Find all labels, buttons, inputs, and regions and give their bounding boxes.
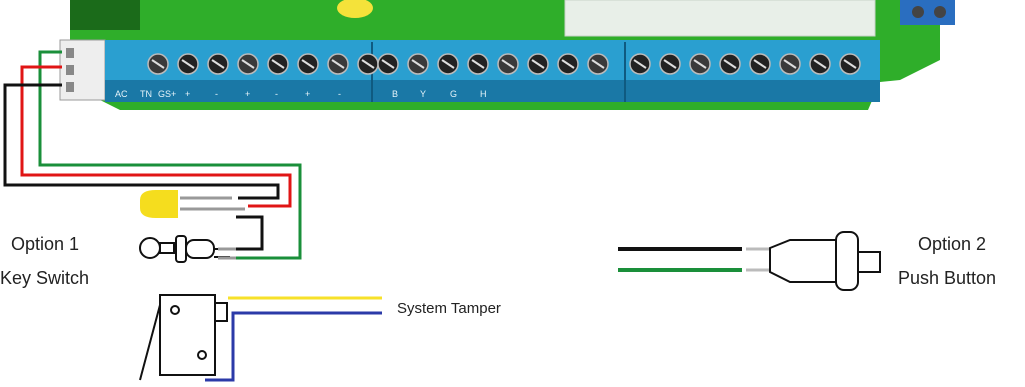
option2-title: Option 2 xyxy=(918,234,987,254)
screw-slot xyxy=(591,59,605,69)
led-icon xyxy=(140,190,245,218)
screw-slot xyxy=(813,59,827,69)
key-switch-wiring xyxy=(3,50,302,260)
screw-slot xyxy=(783,59,797,69)
terminal-label: - xyxy=(338,89,341,99)
screw-slot xyxy=(381,59,395,69)
terminal-label: GS+ xyxy=(158,89,176,99)
tamper-label: System Tamper xyxy=(397,300,501,317)
screw-slot xyxy=(753,59,767,69)
push-button-wiring xyxy=(618,247,770,272)
screw-slot xyxy=(361,59,375,69)
screw-slot xyxy=(663,59,677,69)
green-wire xyxy=(38,50,302,260)
tamper-microswitch-icon xyxy=(139,294,228,381)
screw-slot xyxy=(271,59,285,69)
screw-slot xyxy=(301,59,315,69)
screw-slot xyxy=(843,59,857,69)
terminal-label: G xyxy=(450,89,457,99)
terminal-label: + xyxy=(305,89,310,99)
terminal-label: Y xyxy=(420,89,426,99)
terminal-label: + xyxy=(245,89,250,99)
screw-slot xyxy=(331,59,345,69)
screw-slot xyxy=(411,59,425,69)
terminal-block xyxy=(105,40,880,102)
terminal-label: B xyxy=(392,89,398,99)
screw-slot xyxy=(181,59,195,69)
black-loop-wire xyxy=(236,215,264,251)
screw-slot xyxy=(471,59,485,69)
screw-slot xyxy=(211,59,225,69)
red-wire xyxy=(20,65,292,208)
screw-slot xyxy=(633,59,647,69)
terminal-label: - xyxy=(215,89,218,99)
screw-slot xyxy=(723,59,737,69)
terminal-label: - xyxy=(275,89,278,99)
terminal-label: TN xyxy=(140,89,152,99)
terminal-label: + xyxy=(185,89,190,99)
screw-slot xyxy=(561,59,575,69)
option1-name: Key Switch xyxy=(0,268,90,288)
screw-slot xyxy=(441,59,455,69)
terminal-labels: AC TN GS+ + - + - + - B Y G H xyxy=(115,89,487,99)
option2-name: Push Button xyxy=(898,268,997,288)
blue-wire xyxy=(205,311,382,382)
terminal-screws xyxy=(147,53,861,75)
screw-slot xyxy=(501,59,515,69)
option1-title: Option 1 xyxy=(11,234,80,254)
terminal-label: AC xyxy=(115,89,128,99)
black-wire xyxy=(3,83,280,200)
screw-slot xyxy=(241,59,255,69)
terminal-label: H xyxy=(480,89,487,99)
screw-slot xyxy=(693,59,707,69)
screw-slot xyxy=(531,59,545,69)
screw-slot xyxy=(151,59,165,69)
key-switch-icon xyxy=(139,235,236,263)
push-button-icon xyxy=(769,231,881,291)
